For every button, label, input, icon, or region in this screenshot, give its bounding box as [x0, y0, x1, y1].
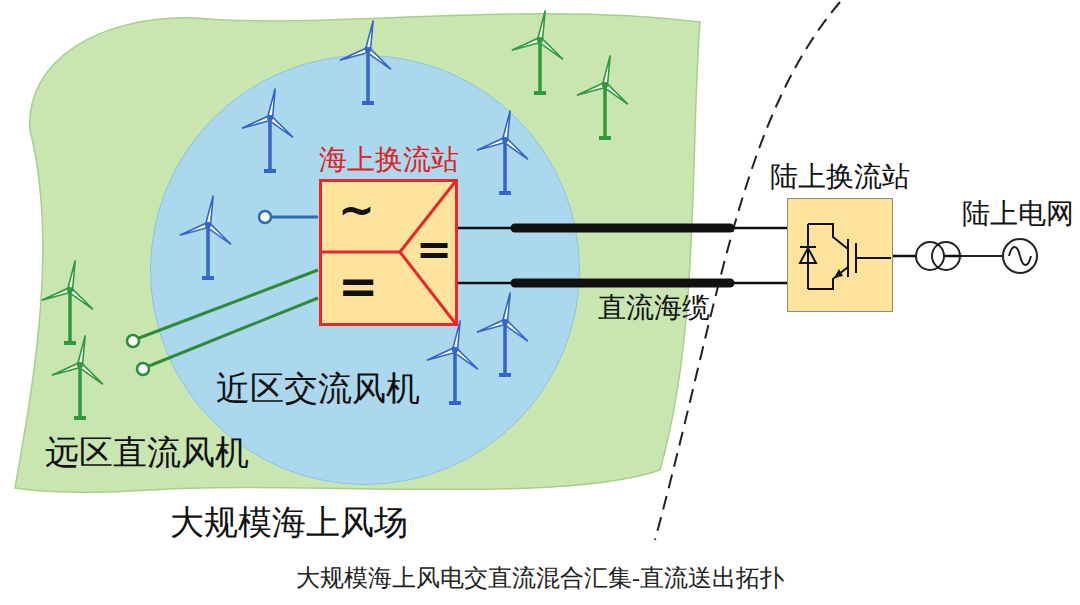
cable-group	[458, 283, 787, 284]
diode-triangle	[800, 248, 816, 263]
transformer-coil	[916, 242, 944, 270]
node-label: 大规模海上风场	[170, 505, 408, 539]
sine-mark	[1009, 247, 1031, 265]
igbt-stroke	[808, 267, 848, 289]
cable-label: 直流海缆	[598, 294, 710, 322]
offshore-converter: 海上换流站~==	[319, 179, 458, 326]
wind-turbine	[576, 55, 630, 140]
igbt-symbol	[788, 199, 891, 310]
wind-turbine	[41, 260, 95, 345]
onshore-grid: 陆上电网	[962, 200, 1074, 280]
wind-turbine	[339, 20, 393, 105]
igbt-stroke	[808, 224, 848, 249]
node-label: 近区交流风机	[216, 371, 420, 405]
dc-terminal	[127, 335, 139, 347]
divider-line	[322, 251, 400, 254]
node-label: 远区直流风机	[45, 435, 249, 469]
ac-terminal	[259, 211, 271, 223]
wind-turbine	[426, 320, 480, 405]
dc-cable	[458, 282, 787, 285]
emitter-arrow	[834, 269, 843, 278]
transformer-coil	[932, 242, 960, 270]
converter-symbol: ~	[338, 188, 375, 232]
turbines	[41, 10, 630, 420]
igbt-stroke	[847, 239, 849, 277]
cable-group	[458, 228, 787, 229]
node-heading: 海上换流站	[319, 146, 459, 174]
region-shape	[15, 14, 700, 492]
igbt-stroke	[856, 257, 891, 259]
wind-turbine	[179, 195, 233, 280]
ac-wire	[272, 216, 318, 219]
grid-lead	[962, 255, 1003, 257]
dc-wire	[139, 270, 318, 338]
wind-turbine	[476, 292, 530, 377]
cable-sheath	[515, 224, 730, 233]
wind-turbine	[476, 110, 530, 195]
converter-symbol: =	[338, 262, 378, 310]
converter-symbol: =	[416, 228, 452, 271]
boundary-arc	[655, 2, 840, 540]
figure-caption: 大规模海上风电交直流混合汇集-直流送出拓扑	[0, 566, 1080, 590]
wind-turbine	[51, 335, 105, 420]
dc-wire	[149, 298, 318, 366]
dc-terminal	[137, 363, 149, 375]
source-circle	[1003, 239, 1037, 273]
wind-turbine	[511, 10, 565, 95]
near-zone-circle: 海上换流站 ~ = = 近区交流风机	[150, 55, 580, 485]
cable-sheath	[515, 279, 730, 288]
node-heading: 陆上换流站	[770, 163, 910, 191]
dc-cable	[458, 227, 787, 230]
wind-turbine	[241, 88, 295, 173]
igbt-stroke	[807, 224, 809, 289]
onshore-converter: 陆上换流站	[787, 198, 893, 312]
node-heading: 陆上电网	[962, 200, 1074, 228]
